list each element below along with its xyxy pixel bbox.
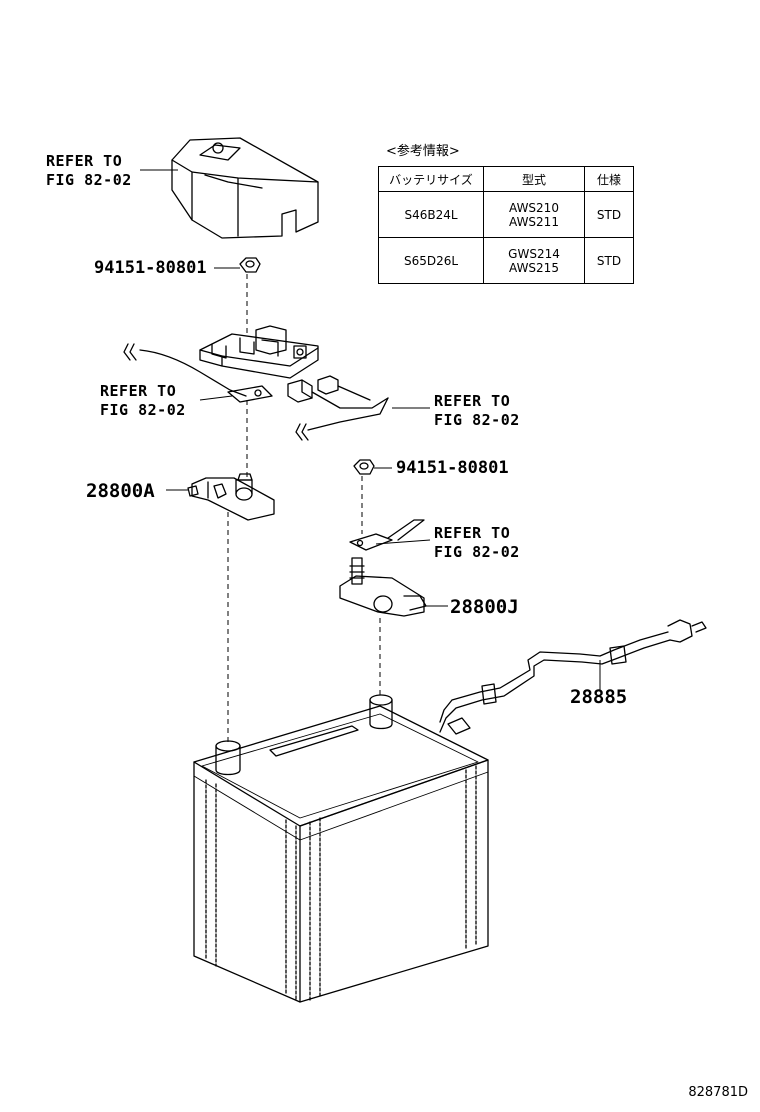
battery-body (193, 694, 489, 1003)
cell-model: AWS210 (509, 200, 559, 215)
table-row: S46B24L AWS210 AWS211 STD (378, 191, 634, 238)
callout-wire-reference: REFER TO FIG 82-02 (434, 392, 520, 429)
cell-model: AWS215 (509, 260, 559, 275)
cell-models: GWS214 AWS215 (483, 237, 585, 284)
part-nut-lower: 94151-80801 (396, 458, 509, 478)
cell-size: S46B24L (378, 191, 484, 238)
leader-plate (199, 395, 233, 401)
cell-model: AWS211 (509, 214, 559, 229)
negative-plate (349, 519, 425, 551)
terminal-negative-shape (339, 557, 427, 617)
part-terminal-positive: 28800A (86, 480, 155, 502)
nut-lower-shape (353, 459, 375, 475)
part-terminal-negative: 28800J (450, 596, 519, 618)
leader-neg-plate (375, 539, 431, 545)
reference-table: バッテリサイズ 型式 仕様 S46B24L AWS210 AWS211 STD … (378, 166, 634, 284)
part-nut-upper: 94151-80801 (94, 258, 207, 278)
callout-cover-reference: REFER TO FIG 82-02 (46, 152, 132, 189)
cell-size: S65D26L (378, 237, 484, 284)
terminal-cover (171, 137, 319, 239)
header-battery-size: バッテリサイズ (378, 166, 484, 192)
ground-cable (439, 619, 707, 735)
callout-negative-plate-reference: REFER TO FIG 82-02 (434, 524, 520, 561)
reference-table-title: <参考情報> (386, 144, 460, 159)
nut-upper-shape (239, 257, 261, 273)
cell-models: AWS210 AWS211 (483, 191, 585, 238)
terminal-positive-shape (187, 473, 275, 521)
header-spec: 仕様 (584, 166, 634, 192)
cell-spec: STD (584, 191, 634, 238)
sheet-id: 828781D (688, 1085, 748, 1100)
part-cable: 28885 (570, 686, 628, 708)
fuse-block (123, 325, 319, 397)
terminal-plate (227, 385, 273, 403)
cell-model: GWS214 (508, 246, 560, 261)
sensor-connector (287, 375, 389, 441)
table-header-row: バッテリサイズ 型式 仕様 (378, 166, 634, 192)
header-model: 型式 (483, 166, 585, 192)
callout-plate-reference: REFER TO FIG 82-02 (100, 382, 186, 419)
cell-spec: STD (584, 237, 634, 284)
table-row: S65D26L GWS214 AWS215 STD (378, 237, 634, 284)
